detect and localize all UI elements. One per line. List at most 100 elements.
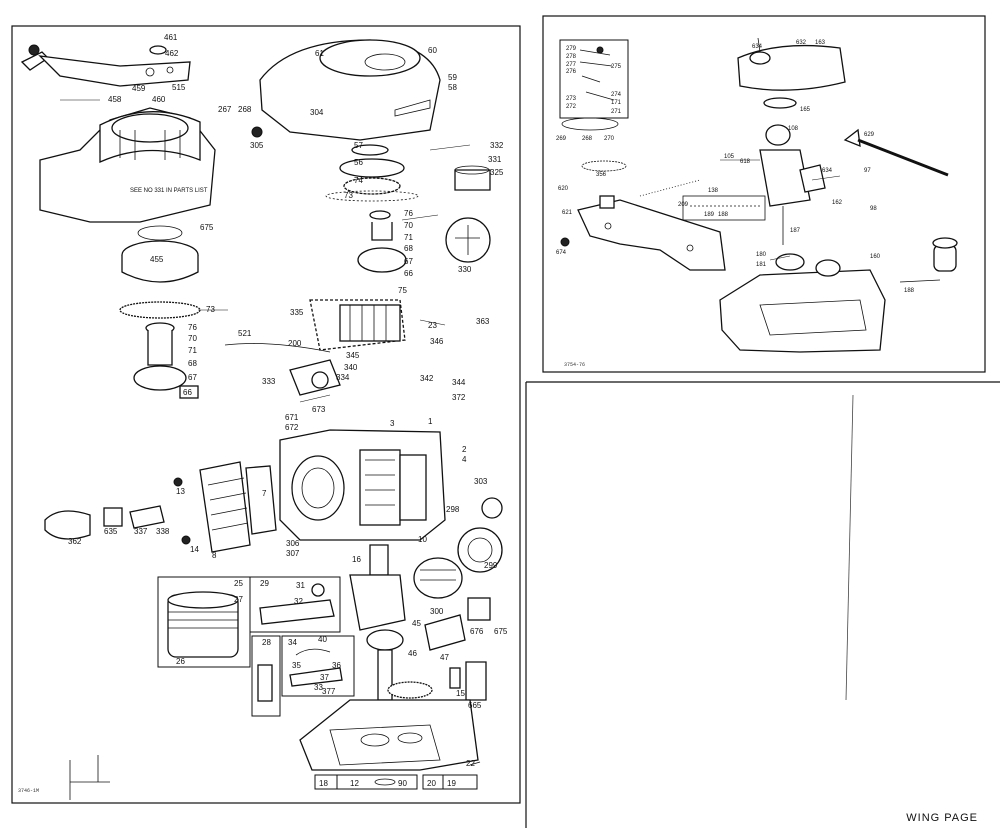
part-label: 330 xyxy=(458,265,472,274)
part-label: 180 xyxy=(756,252,767,258)
part-label: 618 xyxy=(740,159,751,165)
part-label: 98 xyxy=(870,206,877,212)
part-label: 460 xyxy=(152,95,166,104)
part-label: 71 xyxy=(404,233,413,242)
part-label: 3 xyxy=(390,419,395,428)
part-label: 27 xyxy=(234,595,243,604)
part-label: 188 xyxy=(718,212,729,218)
part-label: 68 xyxy=(404,244,413,253)
part-label: 76 xyxy=(404,209,413,218)
box-number: 29 xyxy=(260,579,269,588)
box-number: 20 xyxy=(427,779,436,788)
part-label: 23 xyxy=(428,321,437,330)
part-label: 306 xyxy=(286,539,300,548)
part-label: 14 xyxy=(190,545,199,554)
part-label: 332 xyxy=(490,141,504,150)
footer-text: WING PAGE xyxy=(906,812,978,824)
part-label: 461 xyxy=(164,33,178,42)
part-label: 515 xyxy=(172,83,186,92)
part-label: 272 xyxy=(566,104,577,110)
part-label: 338 xyxy=(156,527,170,536)
part-label: 675 xyxy=(494,627,508,636)
part-label: 278 xyxy=(566,54,577,60)
part-label: 73 xyxy=(344,191,353,200)
part-label: 16 xyxy=(352,555,361,564)
part-label: 47 xyxy=(440,653,449,662)
part-label: 277 xyxy=(566,62,577,68)
part-label: 59 xyxy=(448,73,457,82)
part-label: 634 xyxy=(822,168,833,174)
left-frame xyxy=(11,25,521,804)
part-label: 671 xyxy=(285,413,299,422)
part-label: 56 xyxy=(354,158,363,167)
part-label: 33 xyxy=(314,683,323,692)
part-label: 304 xyxy=(310,108,324,117)
part-label: 138 xyxy=(708,188,719,194)
part-label: 340 xyxy=(344,363,358,372)
part-label: 105 xyxy=(724,154,735,160)
box-number: 12 xyxy=(350,779,359,788)
part-label: 70 xyxy=(188,334,197,343)
part-label: 298 xyxy=(446,505,460,514)
part-label: 300 xyxy=(430,607,444,616)
part-label: 200 xyxy=(288,339,302,348)
part-label: 10 xyxy=(418,535,427,544)
part-label: 333 xyxy=(262,377,276,386)
part-label: 163 xyxy=(815,40,826,46)
part-label: 337 xyxy=(134,527,148,536)
box-number: 90 xyxy=(398,779,407,788)
part-label: 299 xyxy=(484,561,498,570)
part-label: 181 xyxy=(756,262,767,268)
part-label: 187 xyxy=(790,228,801,234)
part-label: 66 xyxy=(404,269,413,278)
part-label: 57 xyxy=(354,141,363,150)
part-label: 171 xyxy=(611,100,622,106)
part-label: 209 xyxy=(678,202,689,208)
part-label: 32 xyxy=(294,597,303,606)
part-label: 15 xyxy=(456,689,465,698)
part-label: 162 xyxy=(832,200,843,206)
part-label: 459 xyxy=(132,84,146,93)
part-label: 31 xyxy=(296,581,305,590)
part-label: 462 xyxy=(165,49,179,58)
part-label: 58 xyxy=(448,83,457,92)
crease-line xyxy=(845,394,854,701)
part-label: 60 xyxy=(428,46,437,55)
part-label: 73 xyxy=(206,305,215,314)
part-label: 70 xyxy=(404,221,413,230)
part-label: 325 xyxy=(490,168,504,177)
part-label: 346 xyxy=(430,337,444,346)
part-label: 279 xyxy=(566,46,577,52)
part-label: 672 xyxy=(285,423,299,432)
part-label: 268 xyxy=(238,105,252,114)
part-label: 356 xyxy=(596,172,607,178)
part-label: 61 xyxy=(315,49,324,58)
part-label: 334 xyxy=(336,373,350,382)
part-label: 307 xyxy=(286,549,300,558)
part-label: 76 xyxy=(188,323,197,332)
part-label: 275 xyxy=(611,64,622,70)
part-label: 75 xyxy=(398,286,407,295)
part-label: 632 xyxy=(796,40,807,46)
part-label: 269 xyxy=(556,136,567,142)
part-label: 13 xyxy=(176,487,185,496)
part-label: 2 xyxy=(462,445,467,454)
part-label: 267 xyxy=(218,105,232,114)
part-label: 458 xyxy=(108,95,122,104)
pin-box xyxy=(251,635,281,717)
box-number: 28 xyxy=(262,638,271,647)
left-labels: 461 462 459 515 458 460 61 60 59 58 304 … xyxy=(18,33,508,794)
part-label: 74 xyxy=(354,176,363,185)
part-label: 344 xyxy=(452,378,466,387)
part-label: 455 xyxy=(150,255,164,264)
part-label: 71 xyxy=(188,346,197,355)
part-label: 68 xyxy=(188,359,197,368)
part-label: 36 xyxy=(332,661,341,670)
part-label: 273 xyxy=(566,96,577,102)
part-label: 676 xyxy=(470,627,484,636)
part-label: 34 xyxy=(288,638,297,647)
part-label: 188 xyxy=(904,288,915,294)
part-label: 35 xyxy=(292,661,301,670)
box-number: 18 xyxy=(319,779,328,788)
